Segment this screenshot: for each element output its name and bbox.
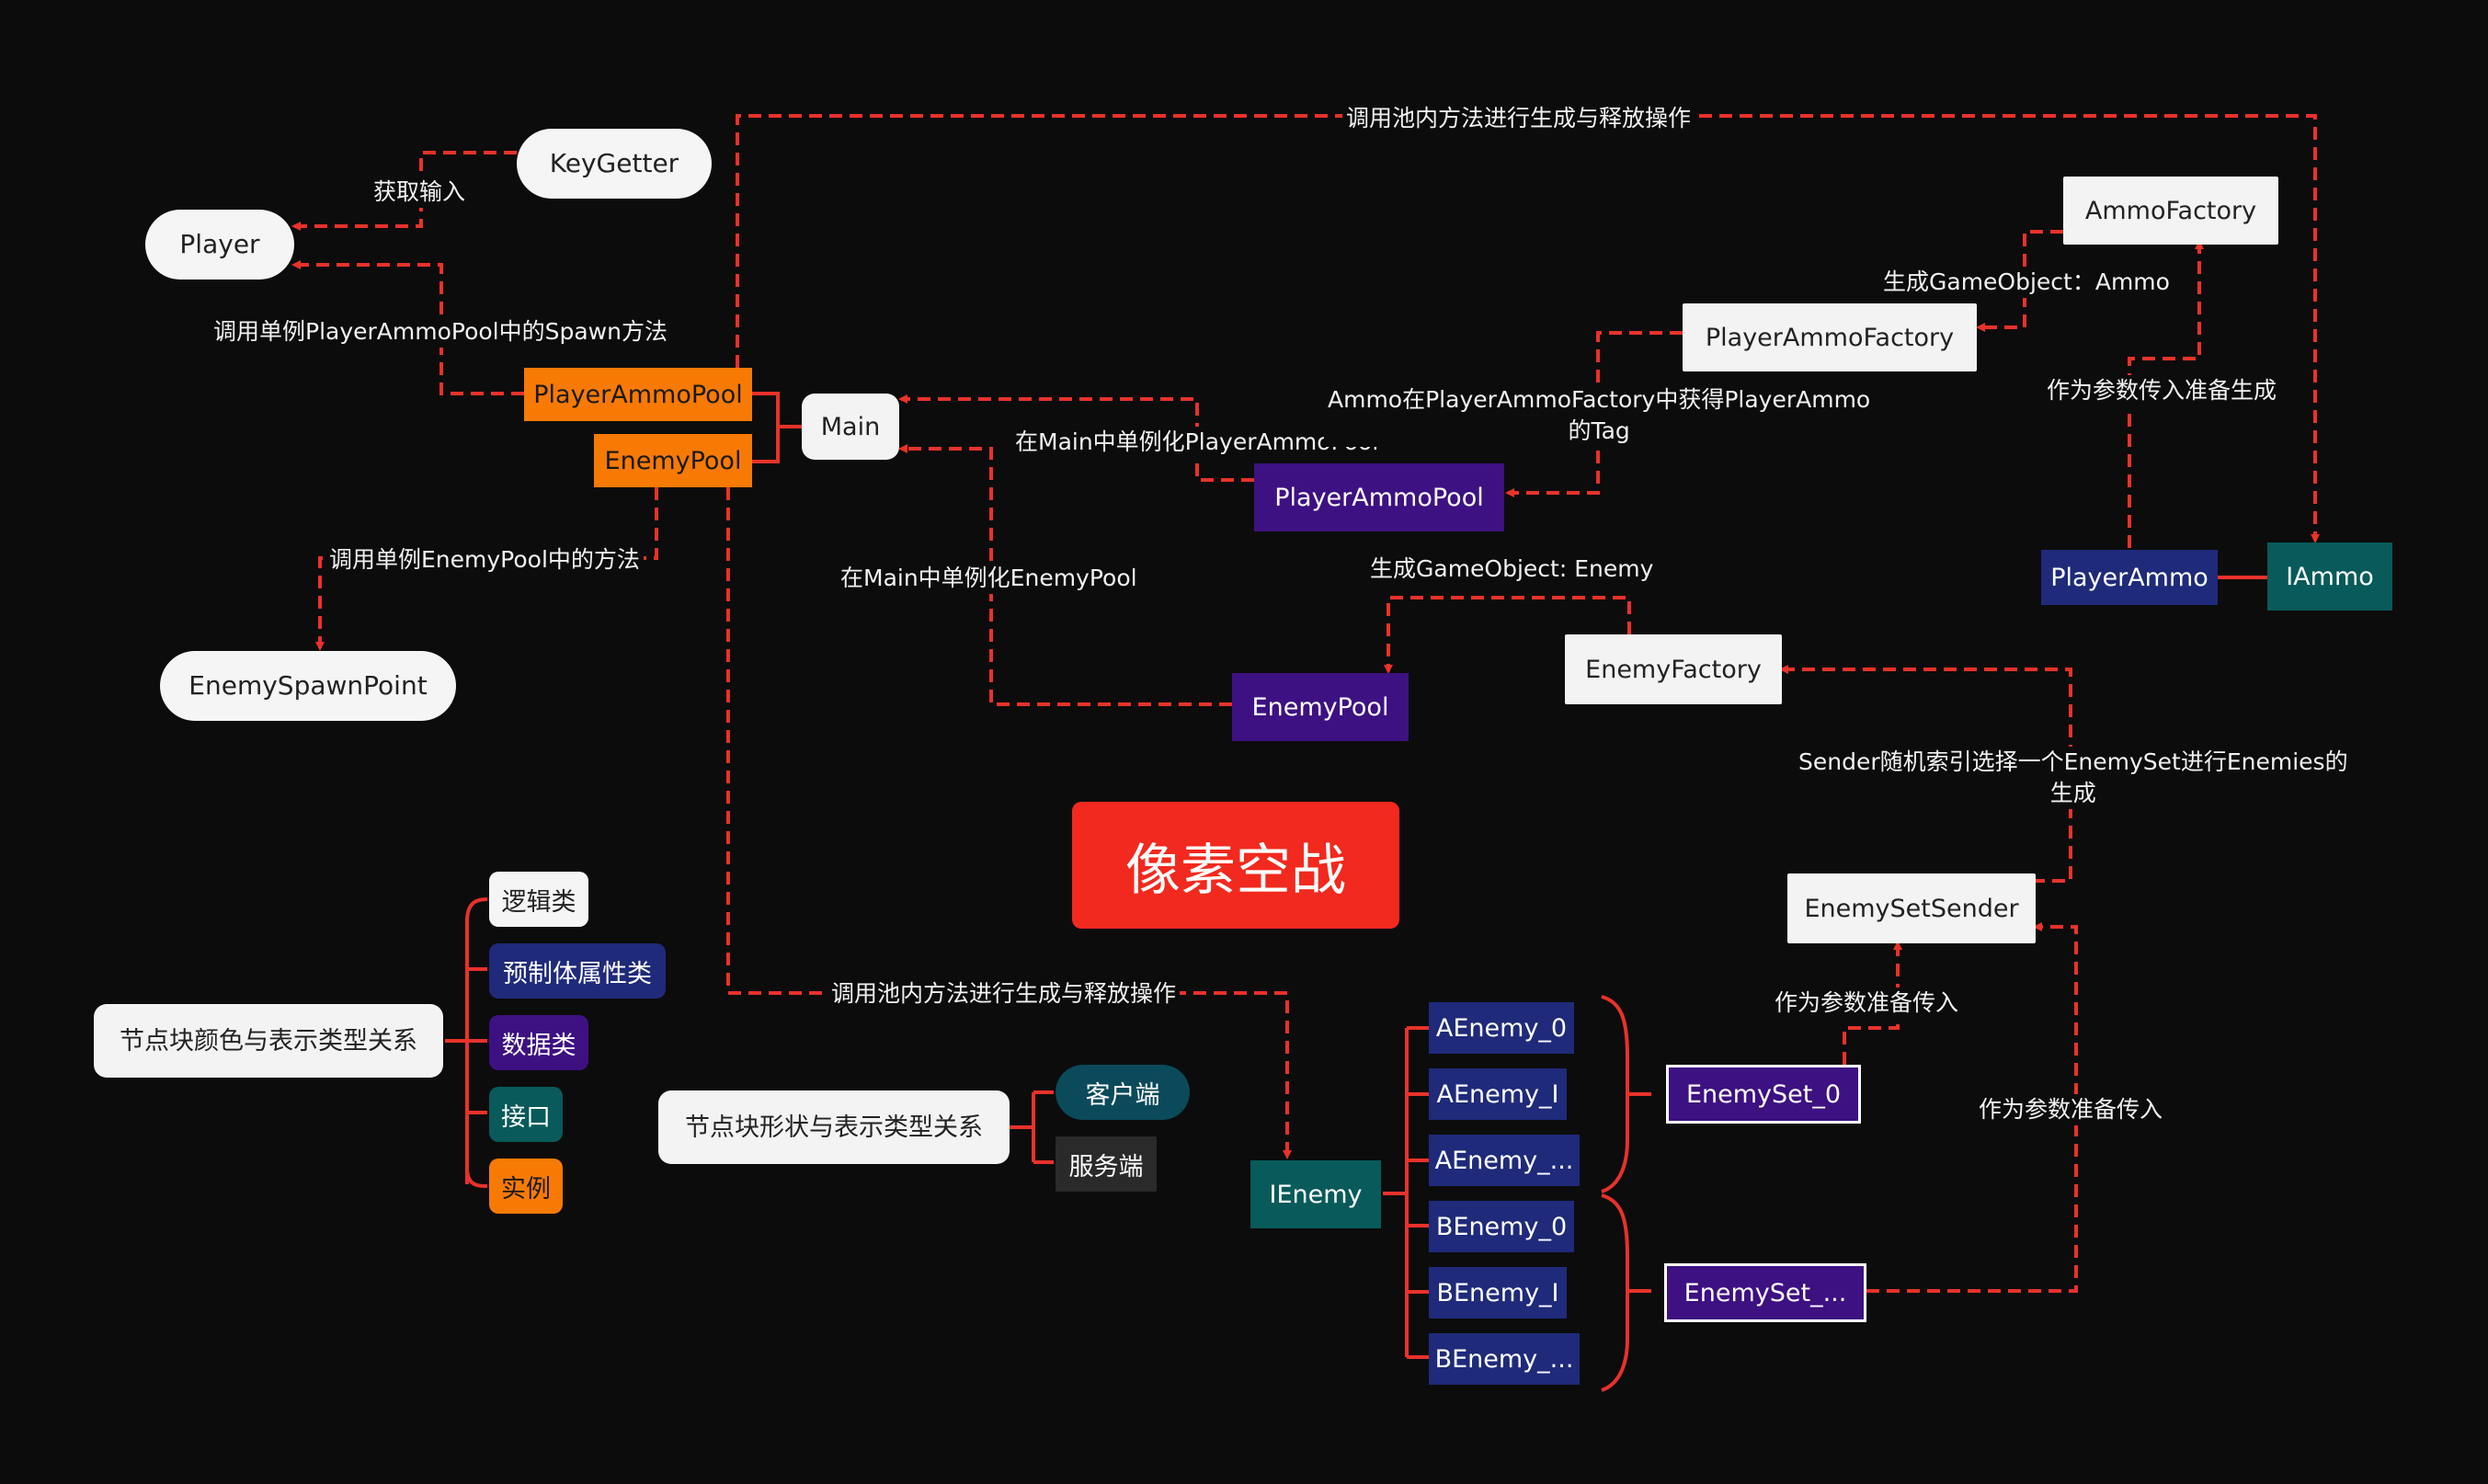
- legend-tag-data-text: 数据类: [501, 1031, 576, 1060]
- node-enemyset-n-label: EnemySet_...: [1683, 1278, 1847, 1307]
- legend-tag-prefab: 预制体属性类: [489, 943, 666, 999]
- legend-tag-data: 数据类: [489, 1015, 588, 1070]
- node-enemy-label: AEnemy_I: [1436, 1079, 1559, 1109]
- node-enemy-label: BEnemy_I: [1436, 1278, 1559, 1307]
- node-ammofactory-label: AmmoFactory: [2084, 196, 2257, 225]
- node-playerammopool-data-label: PlayerAmmoPool: [1274, 483, 1484, 512]
- node-enemy-label: AEnemy_0: [1435, 1013, 1568, 1043]
- legend-tag-interface: 接口: [489, 1087, 563, 1142]
- label-sender-desc: Sender随机索引选择一个EnemySet进行Enemies的 生成: [1795, 747, 2352, 809]
- label-get-input: 获取输入: [370, 177, 470, 208]
- node-ienemy[interactable]: IEnemy: [1250, 1160, 1381, 1228]
- node-keygetter-label: KeyGetter: [549, 148, 679, 178]
- node-enemy[interactable]: BEnemy_...: [1429, 1333, 1580, 1385]
- legend-tag-logic: 逻辑类: [489, 872, 588, 927]
- node-playerammo-label: PlayerAmmo: [2050, 563, 2208, 592]
- node-iammo[interactable]: IAmmo: [2267, 542, 2392, 611]
- node-main-label: Main: [820, 412, 881, 441]
- node-iammo-label: IAmmo: [2286, 562, 2374, 591]
- label-call-spawn: 调用单例PlayerAmmoPool中的Spawn方法: [210, 316, 671, 348]
- node-playerammo[interactable]: PlayerAmmo: [2041, 550, 2218, 605]
- node-playerammopool-data[interactable]: PlayerAmmoPool: [1254, 463, 1504, 531]
- edge-pap-main: [898, 394, 1254, 482]
- edge-pa-af: [2128, 240, 2204, 548]
- node-player[interactable]: Player: [145, 210, 294, 280]
- legend-tag-instance: 实例: [489, 1159, 563, 1214]
- node-enemy[interactable]: AEnemy_...: [1429, 1135, 1580, 1186]
- node-enemyset-0-label: EnemySet_0: [1685, 1079, 1842, 1109]
- tree-color-legend: [445, 897, 488, 1188]
- edge-enemypool-ienemy: [726, 487, 1292, 1159]
- label-instantiate-playerammopool: 在Main中单例化PlayerAmmoPool: [1011, 427, 1383, 458]
- label-as-param-in-2: 作为参数准备传入: [1975, 1094, 2167, 1125]
- tree-shape-legend: [1010, 1090, 1054, 1164]
- node-enemy[interactable]: AEnemy_I: [1429, 1068, 1567, 1120]
- legend-tag-instance-text: 实例: [501, 1174, 551, 1204]
- node-enemyset-n[interactable]: EnemySet_...: [1664, 1263, 1866, 1322]
- node-enemyset-0[interactable]: EnemySet_0: [1666, 1065, 1861, 1124]
- diagram-title: 像素空战: [1072, 802, 1399, 929]
- label-call-pool-bottom: 调用池内方法进行生成与释放操作: [827, 978, 1181, 1010]
- node-enemysetsender-label: EnemySetSender: [1804, 894, 2019, 923]
- node-enemy-label: BEnemy_...: [1434, 1344, 1574, 1374]
- label-gen-ammo: 生成GameObject：Ammo: [1879, 267, 2174, 298]
- node-enemyspawnpoint-label: EnemySpawnPoint: [188, 670, 428, 701]
- edge-enemypool-spawnpoint: [315, 487, 658, 651]
- legend-tag-prefab-text: 预制体属性类: [503, 959, 652, 988]
- brace-a: [1601, 995, 1651, 1193]
- legend-color-title: 节点块颜色与表示类型关系: [94, 1004, 443, 1078]
- diagram-title-text: 像素空战: [1125, 838, 1346, 903]
- legend-shape-title-text: 节点块形状与表示类型关系: [685, 1113, 983, 1142]
- node-keygetter[interactable]: KeyGetter: [517, 129, 712, 199]
- legend-shape-client-text: 客户端: [1085, 1080, 1160, 1110]
- label-gen-enemy: 生成GameObject: Enemy: [1366, 554, 1658, 585]
- node-enemy[interactable]: BEnemy_0: [1429, 1201, 1574, 1252]
- node-enemypool-data-label: EnemyPool: [1251, 692, 1389, 722]
- node-ammofactory[interactable]: AmmoFactory: [2063, 177, 2278, 245]
- legend-shape-client: 客户端: [1056, 1065, 1190, 1120]
- label-instantiate-enemypool: 在Main中单例化EnemyPool: [837, 563, 1141, 594]
- legend-shape-title: 节点块形状与表示类型关系: [658, 1090, 1010, 1164]
- node-enemy-label: AEnemy_...: [1434, 1146, 1574, 1175]
- node-enemy[interactable]: AEnemy_0: [1429, 1002, 1574, 1054]
- node-playerammofactory[interactable]: PlayerAmmoFactory: [1683, 303, 1977, 371]
- node-playerammopool-instance-label: PlayerAmmoPool: [533, 380, 743, 409]
- node-enemypool-data[interactable]: EnemyPool: [1232, 673, 1409, 741]
- node-enemyfactory-label: EnemyFactory: [1585, 655, 1762, 684]
- legend-color-title-text: 节点块颜色与表示类型关系: [120, 1026, 417, 1056]
- label-call-pool-top: 调用池内方法进行生成与释放操作: [1342, 103, 1695, 134]
- node-enemyfactory[interactable]: EnemyFactory: [1565, 634, 1782, 704]
- node-main[interactable]: Main: [802, 394, 899, 460]
- node-enemy[interactable]: BEnemy_I: [1429, 1267, 1567, 1318]
- label-call-enemypool: 调用单例EnemyPool中的方法: [325, 544, 644, 576]
- edge-es0-ess: [1843, 941, 1902, 1065]
- edge-ef-ep: [1384, 596, 1631, 674]
- bracket-main: [752, 392, 802, 463]
- legend-tag-logic-text: 逻辑类: [501, 887, 576, 917]
- label-ammo-tag: Ammo在PlayerAmmoFactory中获得PlayerAmmo 的Tag: [1324, 384, 1875, 447]
- node-enemypool-instance[interactable]: EnemyPool: [594, 434, 752, 487]
- node-playerammofactory-label: PlayerAmmoFactory: [1705, 323, 1955, 352]
- node-player-label: Player: [179, 229, 260, 259]
- node-enemyspawnpoint[interactable]: EnemySpawnPoint: [160, 651, 456, 721]
- legend-shape-server: 服务端: [1056, 1136, 1157, 1192]
- brace-b: [1601, 1193, 1651, 1392]
- legend-shape-server-text: 服务端: [1068, 1152, 1144, 1181]
- node-enemysetsender[interactable]: EnemySetSender: [1787, 873, 2036, 943]
- node-ienemy-label: IEnemy: [1269, 1180, 1363, 1209]
- legend-tag-interface-text: 接口: [501, 1102, 551, 1132]
- tree-ienemy: [1383, 1025, 1429, 1359]
- node-playerammopool-instance[interactable]: PlayerAmmoPool: [524, 368, 752, 421]
- label-as-param-gen: 作为参数传入准备生成: [2043, 375, 2281, 406]
- label-as-param-in-1: 作为参数准备传入: [1771, 987, 1963, 1019]
- node-enemypool-instance-label: EnemyPool: [604, 446, 742, 475]
- node-enemy-label: BEnemy_0: [1435, 1212, 1568, 1241]
